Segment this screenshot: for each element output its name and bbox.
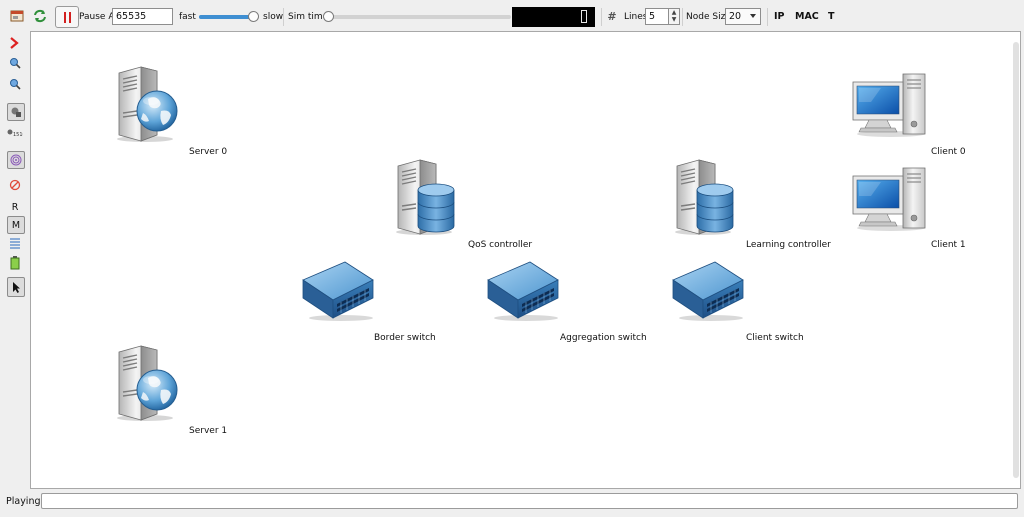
text-cursor-icon [581, 10, 587, 23]
status-message-field [41, 493, 1018, 509]
node-label-client-0: Client 0 [931, 147, 966, 157]
scrollbar-thumb[interactable] [1013, 42, 1019, 478]
zoom-out-icon[interactable] [7, 76, 23, 92]
sim-time-slider-handle[interactable] [323, 11, 334, 22]
m-button[interactable]: M [7, 216, 25, 234]
node-label-border-switch: Border switch [374, 333, 436, 343]
pointer-select-icon[interactable] [7, 277, 25, 297]
server-database-icon[interactable] [669, 158, 741, 236]
zoom-in-icon[interactable] [7, 55, 23, 71]
expand-chevron-icon[interactable] [7, 35, 23, 51]
bytes-icon[interactable]: 1510 [7, 125, 23, 141]
screenshot-icon[interactable] [6, 6, 28, 26]
pause-icon [63, 11, 66, 23]
speed-slider-fill [199, 15, 253, 19]
node-label-aggregation-switch: Aggregation switch [560, 333, 647, 343]
node-label-learning-controller: Learning controller [746, 240, 831, 250]
node-size-value: 20 [729, 11, 742, 22]
r-button[interactable]: R [11, 201, 19, 213]
top-toolbar: Pause At 65535 fast slow Sim time # Line… [0, 0, 1024, 32]
node-info-icon[interactable] [7, 103, 25, 121]
switch-icon[interactable] [301, 258, 375, 322]
node-size-label: Node Size [686, 12, 731, 22]
pause-at-label: Pause At [79, 12, 118, 22]
server-globe-icon[interactable] [111, 344, 183, 422]
speed-slider[interactable] [199, 10, 261, 24]
node-label-client-1: Client 1 [931, 240, 966, 250]
server-database-icon[interactable] [390, 158, 462, 236]
lines-input[interactable]: 5 [645, 8, 669, 25]
reload-icon[interactable] [29, 6, 51, 26]
svg-text:1510: 1510 [13, 132, 23, 138]
desktop-computer-icon[interactable] [851, 166, 929, 232]
status-label: Playing [6, 496, 41, 507]
speed-slider-handle[interactable] [248, 11, 259, 22]
ip-toggle-button[interactable]: IP [774, 11, 785, 22]
sim-time-slider[interactable] [323, 10, 511, 24]
speed-slow-label: slow [263, 12, 284, 22]
t-toggle-button[interactable]: T [828, 11, 835, 22]
node-label-qos-controller: QoS controller [468, 240, 533, 250]
switch-icon[interactable] [486, 258, 560, 322]
fingerprint-icon[interactable] [7, 151, 25, 169]
mac-toggle-button[interactable]: MAC [795, 11, 819, 22]
vertical-scrollbar[interactable] [1012, 32, 1021, 488]
pause-button[interactable] [55, 6, 79, 28]
node-label-client-switch: Client switch [746, 333, 804, 343]
server-globe-icon[interactable] [111, 65, 183, 143]
lines-spinner[interactable]: ▲▼ [669, 8, 680, 25]
speed-fast-label: fast [179, 12, 196, 22]
sim-time-display [512, 7, 595, 27]
sim-time-label: Sim time [288, 12, 329, 22]
node-label-server-0: Server 0 [189, 147, 228, 157]
toolbar-separator [283, 8, 284, 26]
list-lines-icon[interactable] [7, 235, 23, 251]
pause-at-input[interactable]: 65535 [112, 8, 173, 25]
node-label-server-1: Server 1 [189, 426, 228, 436]
network-canvas[interactable]: Server 0 Server 1 QoS controller Learnin… [30, 31, 1021, 489]
grid-lines-icon[interactable]: # [607, 9, 617, 23]
battery-icon[interactable] [7, 255, 23, 271]
no-entry-icon[interactable] [7, 177, 23, 193]
chevron-down-icon [750, 14, 756, 18]
desktop-computer-icon[interactable] [851, 72, 929, 138]
switch-icon[interactable] [671, 258, 745, 322]
node-size-select[interactable]: 20 [725, 8, 761, 25]
lines-label: Lines [624, 12, 648, 22]
